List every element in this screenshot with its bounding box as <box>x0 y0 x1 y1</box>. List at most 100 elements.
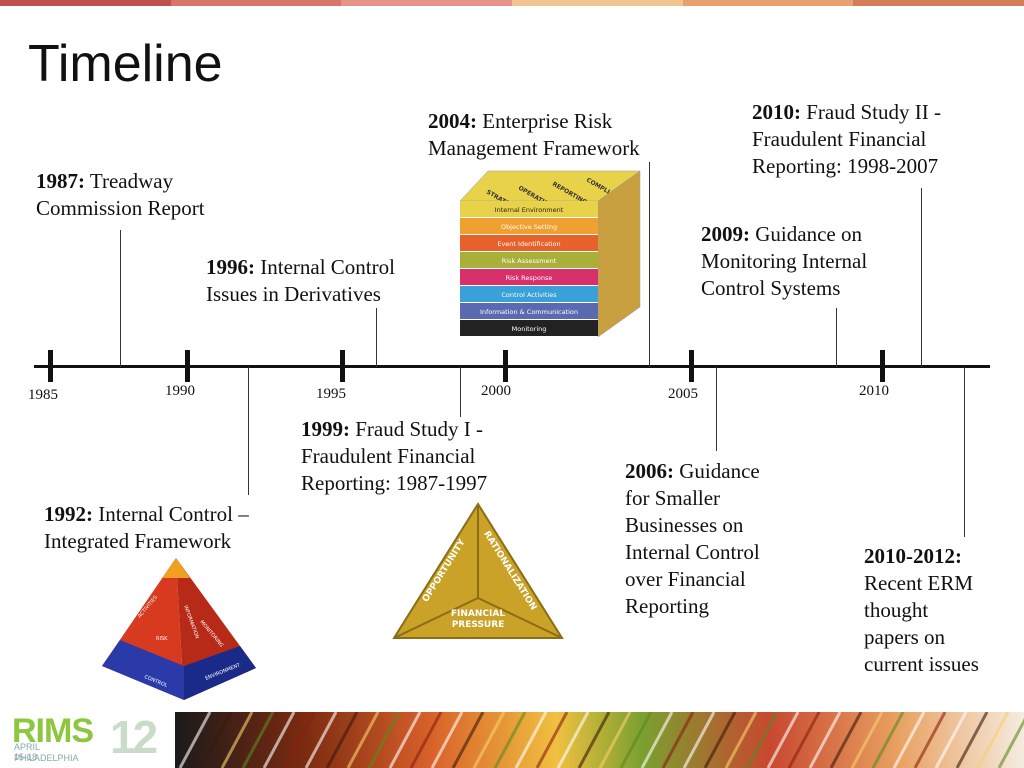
top-bar-seg <box>341 0 513 6</box>
stripe-line <box>451 712 485 768</box>
event-text: Fraud Study II - <box>806 100 941 124</box>
rims-logo-text: RIMS <box>12 712 94 750</box>
rims-dates: APRIL 15-18 <box>14 742 40 762</box>
cube-row-label: Objective Setting <box>501 223 557 231</box>
event-text: papers on <box>864 625 946 649</box>
cube-row <box>460 235 598 251</box>
stripe-line <box>892 712 926 768</box>
stripe-line <box>955 712 989 768</box>
event-text: Businesses on <box>625 513 744 537</box>
event-1999: 1999: Fraud Study I - Fraudulent Financi… <box>301 416 487 497</box>
cube-row-label: Event Identification <box>497 240 560 248</box>
footer-decorative-stripe <box>175 712 1024 768</box>
event-year: 1996: <box>206 255 255 279</box>
stripe-line <box>661 712 695 768</box>
connector-2004 <box>649 162 650 367</box>
event-1996: 1996: Internal Control Issues in Derivat… <box>206 254 395 308</box>
event-year: 2006: <box>625 459 674 483</box>
event-text: Fraud Study I - <box>355 417 483 441</box>
event-text: current issues <box>864 652 979 676</box>
event-text: Enterprise Risk <box>482 109 613 133</box>
stripe-line <box>850 712 884 768</box>
cube-row-label: Information & Communication <box>480 308 578 316</box>
event-text: thought <box>864 598 929 622</box>
event-year: 2004: <box>428 109 477 133</box>
event-text: over Financial <box>625 567 746 591</box>
event-text: Control Systems <box>701 276 841 300</box>
coso-pyramid-image: ACTIVITIES RISK MONITORING CONTROL ENVIR… <box>102 558 256 700</box>
erm-cube-image: STRATEGIC OPERATIONS REPORTING COMPLIANC… <box>459 170 641 337</box>
event-text: Reporting: 1998-2007 <box>752 154 939 178</box>
event-2009: 2009: Guidance on Monitoring Internal Co… <box>701 221 867 302</box>
stripe-line <box>178 712 212 768</box>
event-text: Internal Control <box>625 540 760 564</box>
event-text: Reporting: 1987-1997 <box>301 471 488 495</box>
year-label-2010: 2010 <box>859 383 889 399</box>
event-text: Internal Control – <box>98 502 249 526</box>
event-text: Reporting <box>625 594 709 618</box>
top-color-bar <box>0 0 1024 6</box>
stripe-line <box>199 712 233 768</box>
connector-1996 <box>376 308 377 367</box>
event-text: Guidance <box>679 459 760 483</box>
cube-row <box>460 320 598 336</box>
axis-tick <box>340 350 345 382</box>
event-2010: 2010: Fraud Study II - Fraudulent Financ… <box>752 99 941 180</box>
year-label-1995: 1995 <box>316 386 346 402</box>
stripe-line <box>535 712 569 768</box>
stripe-line <box>220 712 254 768</box>
top-bar-seg <box>853 0 1024 6</box>
event-year: 1999: <box>301 417 350 441</box>
connector-2009 <box>836 308 837 367</box>
top-bar-seg <box>682 0 854 6</box>
event-text: Management Framework <box>428 136 640 160</box>
stripe-line <box>787 712 821 768</box>
connector-2006 <box>716 367 717 451</box>
stripe-line <box>808 712 842 768</box>
stripe-line <box>871 712 905 768</box>
stripe-line <box>409 712 443 768</box>
event-text: Issues in Derivatives <box>206 282 381 306</box>
triangle-bottom-label: FINANCIAL <box>451 609 505 619</box>
timeline-axis <box>34 365 990 368</box>
year-label-1985: 1985 <box>28 387 58 403</box>
stripe-line <box>304 712 338 768</box>
event-text: Internal Control <box>260 255 395 279</box>
cube-row-label: Control Activities <box>501 291 557 299</box>
pyramid-label: RISK <box>156 636 168 642</box>
stripe-line <box>997 718 1024 768</box>
stripe-line <box>325 712 359 768</box>
stripe-line <box>724 712 758 768</box>
slide-title: Timeline <box>28 35 223 93</box>
stripe-line <box>283 712 317 768</box>
stripe-line <box>262 712 296 768</box>
top-bar-seg <box>170 0 342 6</box>
event-text: Integrated Framework <box>44 529 232 553</box>
stripe-line <box>913 712 947 768</box>
event-text: Recent ERM <box>864 571 974 595</box>
event-year: 1987: <box>36 169 85 193</box>
cube-row <box>460 269 598 285</box>
axis-tick <box>503 350 508 382</box>
axis-tick <box>48 350 53 382</box>
cube-row-label: Monitoring <box>512 325 547 333</box>
stripe-line <box>619 712 653 768</box>
cube-row <box>460 303 598 319</box>
cube-row <box>460 201 598 217</box>
cube-row-label: Risk Assessment <box>502 257 557 265</box>
stripe-line <box>472 712 506 768</box>
event-text: Commission Report <box>36 196 205 220</box>
event-year: 2010: <box>752 100 801 124</box>
cube-row <box>460 252 598 268</box>
stripe-line <box>934 712 968 768</box>
rims-logo-number: 12 <box>110 711 158 763</box>
year-label-2005: 2005 <box>668 386 698 402</box>
fraud-triangle-image: OPPORTUNITY RATIONALIZATION FINANCIAL PR… <box>392 502 564 639</box>
stripe-line <box>976 712 1010 768</box>
stripe-line <box>703 712 737 768</box>
axis-tick <box>689 350 694 382</box>
stripe-line <box>346 712 380 768</box>
connector-2010-2012 <box>964 367 965 537</box>
stripe-line <box>766 712 800 768</box>
stripe-line <box>577 712 611 768</box>
